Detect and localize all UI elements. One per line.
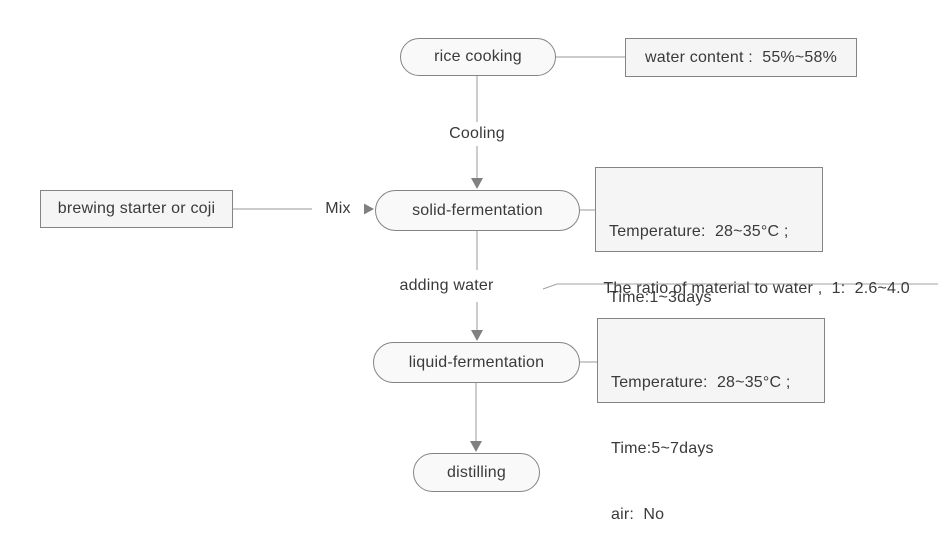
edge-label-mix: Mix [312, 198, 364, 220]
arrowhead-into-liquid-top [471, 330, 483, 341]
node-rice-cooking: rice cooking [400, 38, 556, 76]
arrowhead-into-solid-left [363, 203, 374, 215]
arrowhead-into-distilling-top [470, 441, 482, 452]
node-brewing-starter: brewing starter or coji [40, 190, 233, 228]
info-liquid-line-2: Time:5~7days [611, 440, 714, 457]
edge-label-adding-water: adding water [397, 270, 496, 302]
node-rice-cooking-label: rice cooking [434, 48, 522, 65]
info-solid-line-1: Temperature: 28~35°C ; [609, 223, 789, 240]
info-liquid-line-3: air: No [611, 506, 665, 523]
arrowhead-into-solid-top [471, 178, 483, 189]
ratio-note-leader-line [542, 283, 938, 290]
info-box-solid-fermentation: Temperature: 28~35°C ; Time:1~3days air:… [595, 167, 823, 372]
ratio-note: The ratio of material to water , 1: 2.6~… [603, 280, 910, 297]
info-solid-line-2: Time:1~3days [609, 289, 712, 306]
node-brewing-starter-label: brewing starter or coji [57, 200, 216, 217]
node-liquid-fermentation-label: liquid-fermentation [408, 353, 545, 371]
node-solid-fermentation-label: solid-fermentation [412, 201, 543, 219]
info-box-liquid-fermentation: Temperature: 28~35°C ; Time:5~7days air:… [597, 318, 825, 523]
node-solid-fermentation: solid-fermentation [375, 190, 580, 231]
node-water-content-label: water content : 55%~58% [644, 48, 838, 66]
node-distilling-label: distilling [447, 463, 506, 481]
node-water-content: water content : 55%~58% [625, 38, 857, 77]
node-liquid-fermentation: liquid-fermentation [373, 342, 580, 383]
edge-label-cooling: Cooling [437, 122, 517, 146]
node-distilling: distilling [413, 453, 540, 492]
info-liquid-line-1: Temperature: 28~35°C ; [611, 374, 791, 391]
